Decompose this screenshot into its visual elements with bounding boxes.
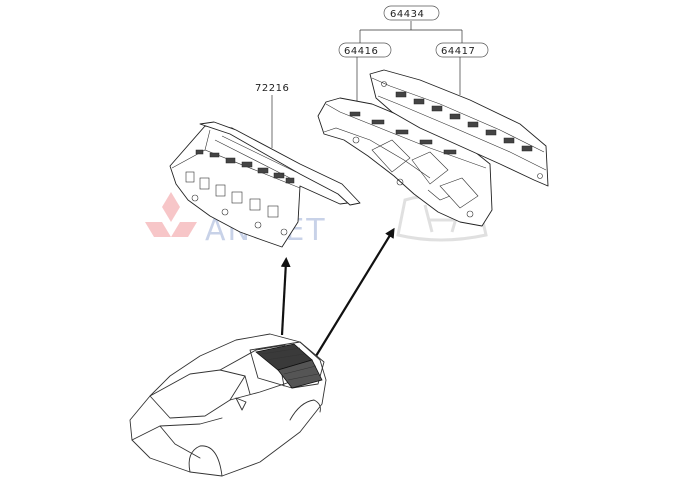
- shelf-holes: [185, 135, 297, 236]
- label-right-panel[interactable]: 64417: [435, 42, 489, 58]
- right-panel-details: [381, 81, 543, 179]
- label-left-panel[interactable]: 64416: [338, 42, 392, 58]
- car-outline: [129, 333, 327, 477]
- svg-text:72216: 72216: [255, 83, 289, 94]
- mitsubishi-logo-icon: [145, 192, 197, 237]
- svg-text:64417: 64417: [441, 46, 475, 57]
- location-arrows: [280, 227, 395, 357]
- car-rear-shelf-highlight: [255, 343, 323, 389]
- label-assembly[interactable]: 64434: [383, 5, 440, 21]
- svg-text:64416: 64416: [344, 46, 378, 57]
- left-panel-details: [349, 111, 479, 218]
- rear-panel-right-part[interactable]: [369, 69, 549, 187]
- label-shelf[interactable]: 72216: [255, 83, 289, 94]
- svg-text:64434: 64434: [390, 9, 424, 20]
- rear-shelf-part[interactable]: [169, 121, 361, 248]
